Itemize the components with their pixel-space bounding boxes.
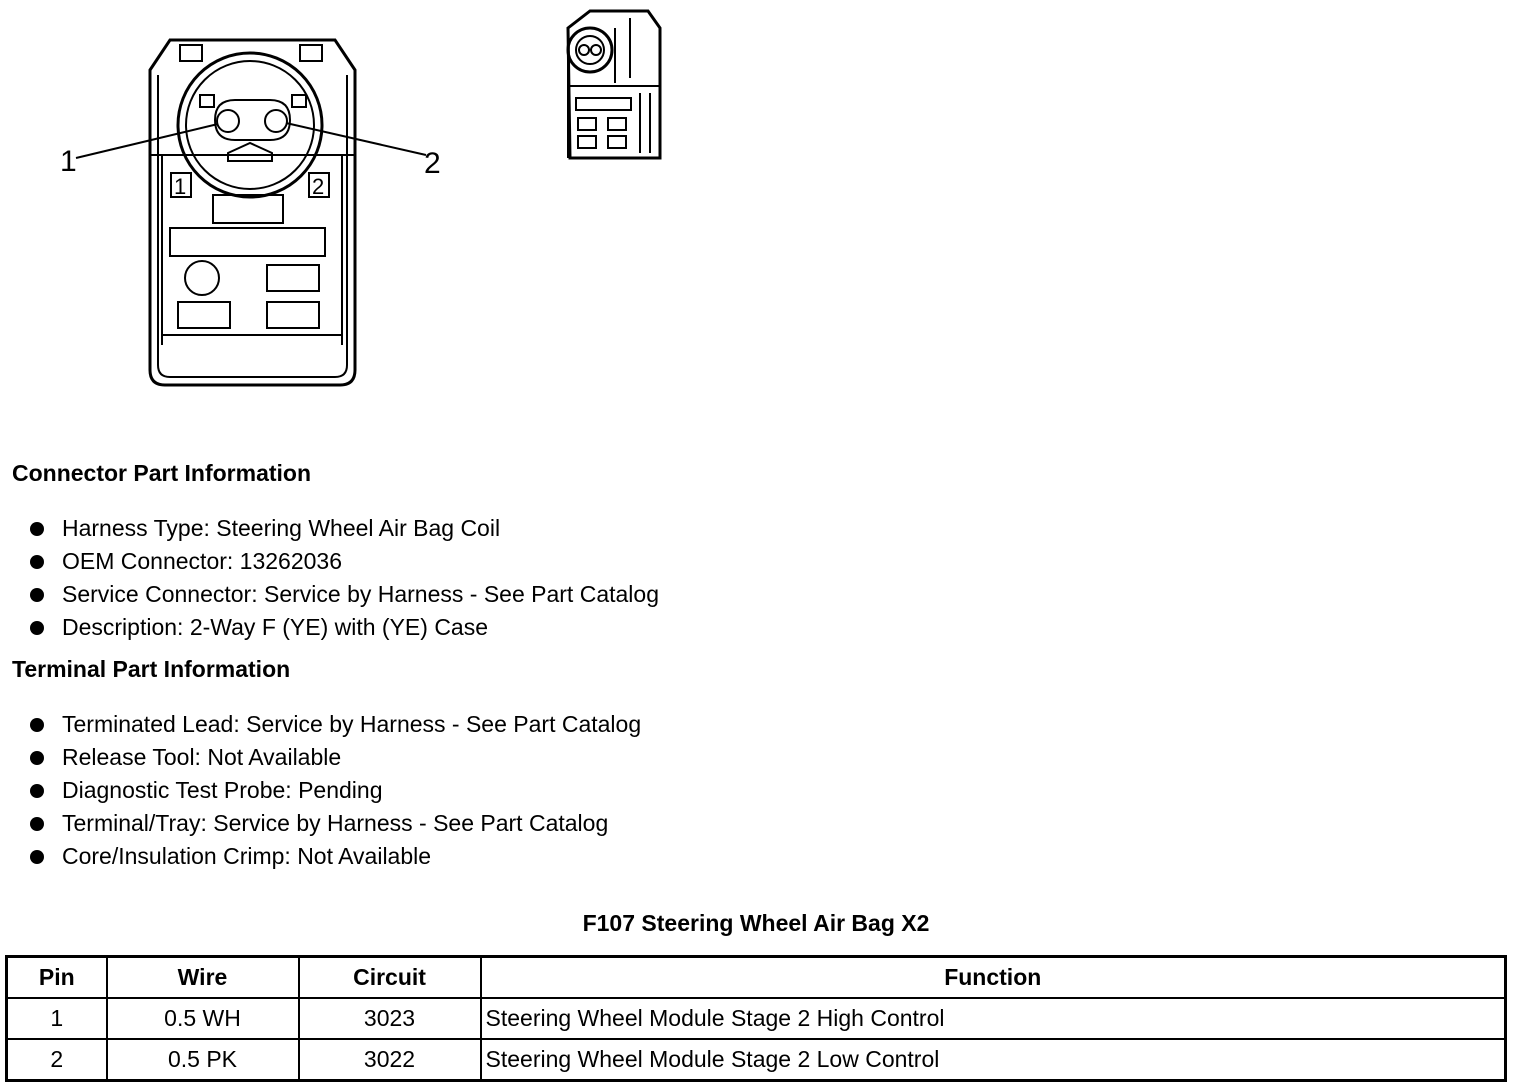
list-item: Diagnostic Test Probe: Pending: [30, 774, 641, 807]
cell-function: Steering Wheel Module Stage 2 Low Contro…: [479, 1038, 1507, 1082]
table-row: 1 0.5 WH 3023 Steering Wheel Module Stag…: [5, 997, 1507, 1040]
list-item: Core/Insulation Crimp: Not Available: [30, 840, 641, 873]
connector-iso-view-diagram: [566, 9, 662, 160]
connector-info-list: Harness Type: Steering Wheel Air Bag Coi…: [30, 512, 659, 644]
callout-1-label: 1: [60, 145, 77, 178]
cell-circuit: 3022: [297, 1038, 482, 1082]
cavity-2-label: 2: [312, 174, 324, 199]
table-header-row: Pin Wire Circuit Function: [5, 955, 1507, 999]
list-item: Service Connector: Service by Harness - …: [30, 578, 659, 611]
bullet-icon: [30, 751, 44, 765]
header-wire: Wire: [105, 955, 300, 999]
bullet-icon: [30, 817, 44, 831]
callout-2-label: 2: [424, 147, 441, 180]
list-item: OEM Connector: 13262036: [30, 545, 659, 578]
connector-info-title: Connector Part Information: [12, 460, 312, 486]
bullet-icon: [30, 522, 44, 536]
cell-wire: 0.5 WH: [105, 997, 300, 1040]
terminal-info-list: Terminated Lead: Service by Harness - Se…: [30, 708, 641, 873]
cell-wire: 0.5 PK: [105, 1038, 300, 1082]
cell-pin: 1: [5, 997, 108, 1040]
list-item: Harness Type: Steering Wheel Air Bag Coi…: [30, 512, 659, 545]
cell-pin: 2: [5, 1038, 108, 1082]
table-row: 2 0.5 PK 3022 Steering Wheel Module Stag…: [5, 1038, 1507, 1082]
bullet-icon: [30, 621, 44, 635]
bullet-icon: [30, 718, 44, 732]
connector-front-view-diagram: 1 2 1 2: [60, 38, 441, 387]
header-function: Function: [479, 955, 1507, 999]
pinout-table: Pin Wire Circuit Function 1 0.5 WH 3023 …: [5, 955, 1507, 1082]
bullet-icon: [30, 555, 44, 569]
list-item: Release Tool: Not Available: [30, 741, 641, 774]
cavity-1-label: 1: [174, 174, 186, 199]
header-pin: Pin: [5, 955, 108, 999]
list-item: Terminated Lead: Service by Harness - Se…: [30, 708, 641, 741]
header-circuit: Circuit: [297, 955, 482, 999]
list-item: Description: 2-Way F (YE) with (YE) Case: [30, 611, 659, 644]
terminal-info-title: Terminal Part Information: [12, 656, 291, 682]
bullet-icon: [30, 850, 44, 864]
cell-function: Steering Wheel Module Stage 2 High Contr…: [479, 997, 1507, 1040]
bullet-icon: [30, 784, 44, 798]
table-title: F107 Steering Wheel Air Bag X2: [582, 910, 930, 936]
cell-circuit: 3023: [297, 997, 482, 1040]
bullet-icon: [30, 588, 44, 602]
list-item: Terminal/Tray: Service by Harness - See …: [30, 807, 641, 840]
